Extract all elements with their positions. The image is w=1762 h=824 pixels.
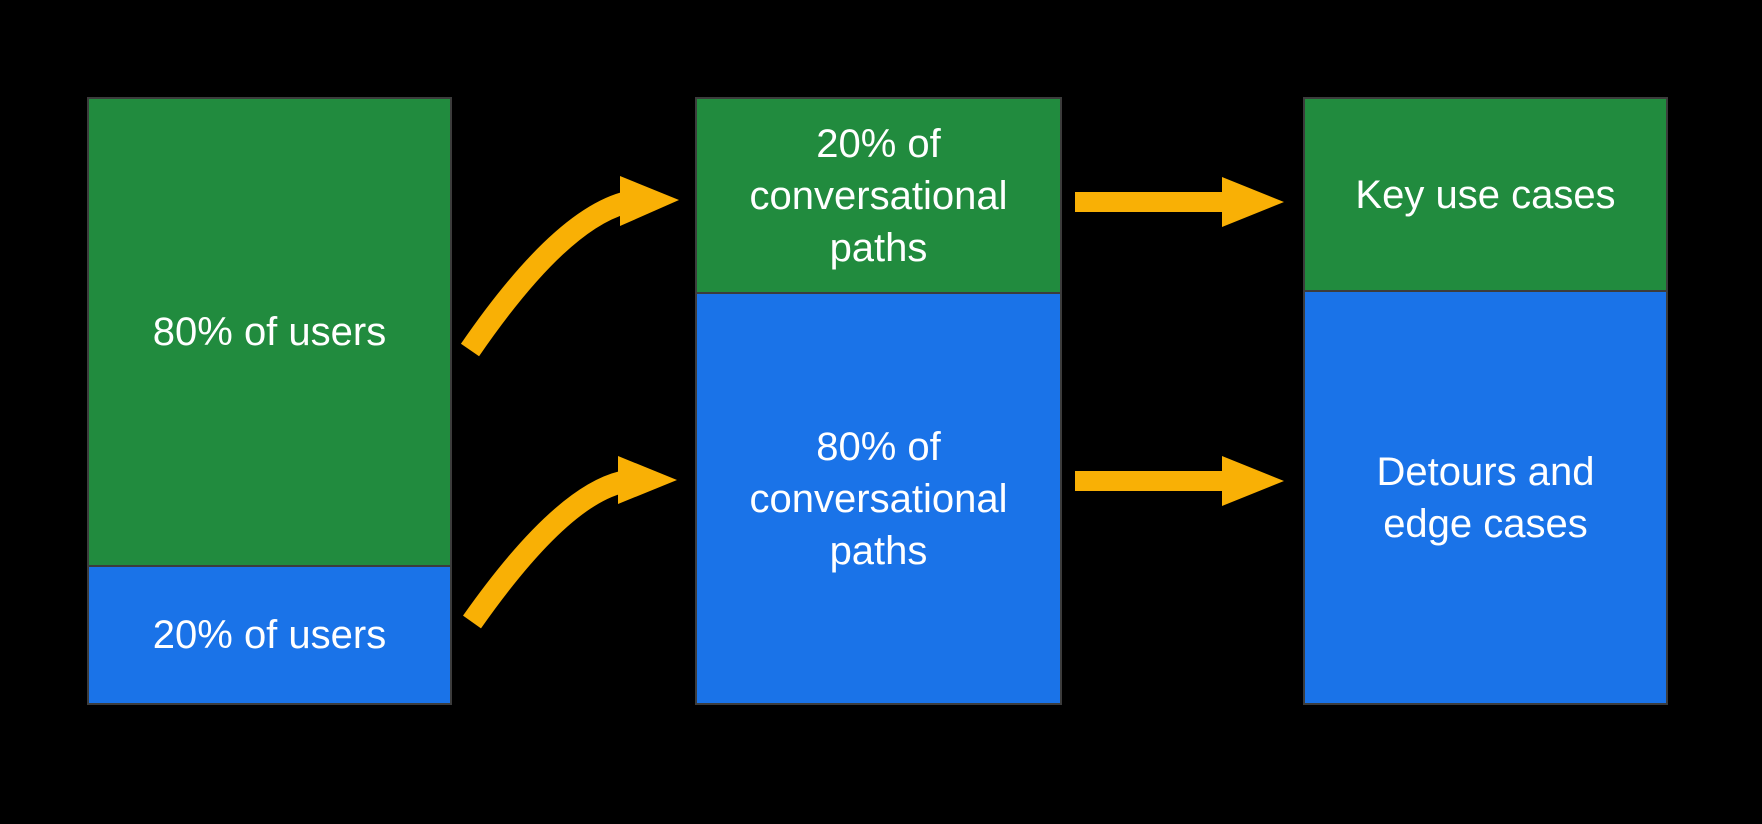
key-use-cases-label: Key use cases — [1355, 172, 1616, 217]
paths-80-label: 80% of conversational paths — [749, 424, 1008, 573]
arrow-shaft — [460, 192, 628, 357]
users-20-segment: 20% of users — [89, 567, 450, 703]
curved-arrow-users20-to-paths80-icon — [463, 456, 677, 629]
key-use-cases-segment: Key use cases — [1305, 99, 1666, 290]
arrow-head — [1222, 456, 1284, 506]
straight-arrow-paths80-to-detours-icon — [1075, 456, 1284, 506]
arrow-head — [618, 456, 677, 504]
detours-edge-cases-segment: Detours and edge cases — [1305, 292, 1666, 703]
arrow-shaft — [463, 471, 626, 629]
arrow-shaft — [1075, 192, 1225, 212]
conversational-paths-bar: 20% of conversational paths 80% of conve… — [695, 97, 1062, 705]
users-20-label: 20% of users — [152, 613, 387, 657]
arrow-head — [1222, 177, 1284, 227]
users-bar: 80% of users 20% of users — [87, 97, 452, 705]
users-80-label: 80% of users — [152, 310, 387, 354]
arrow-shaft — [1075, 471, 1225, 491]
paths-20-label: 20% of conversational paths — [749, 121, 1008, 270]
paths-80-segment: 80% of conversational paths — [697, 294, 1060, 703]
straight-arrow-paths20-to-key-use-cases-icon — [1075, 177, 1284, 227]
outcomes-bar: Key use cases Detours and edge cases — [1303, 97, 1668, 705]
arrow-head — [620, 176, 679, 226]
paths-20-segment: 20% of conversational paths — [697, 99, 1060, 292]
detours-edge-cases-label: Detours and edge cases — [1376, 449, 1595, 546]
curved-arrow-users80-to-paths20-icon — [460, 176, 679, 357]
users-80-segment: 80% of users — [89, 99, 450, 565]
